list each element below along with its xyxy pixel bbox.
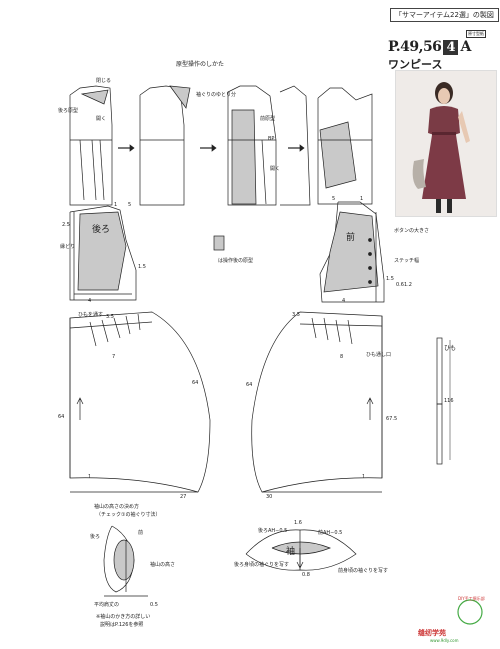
page-numbers: P.49,56: [388, 39, 442, 55]
label-back-ah: 後ろAH−0.5: [258, 527, 287, 534]
label-front-bodice-sleeve: 前身頃の袖ぐりを写す: [338, 567, 388, 574]
button-note-2: ステッチ幅: [394, 257, 419, 264]
label-back-bodice-sleeve: 後ろ身頃の袖ぐりを写す: [234, 561, 289, 568]
sleeve-cap-subtitle: （チェック①の袖ぐり寸法）: [96, 511, 160, 518]
label-close: 閉じる: [96, 78, 111, 84]
sleeve-note-2: 説明はP.126を参照: [100, 621, 143, 628]
sleeve-note-1: ※袖山のかき方の詳しい: [96, 613, 150, 620]
m-0-6: 0.6: [396, 282, 404, 288]
label-sleeve-ease: 袖ぐりのゆとり分: [196, 91, 236, 98]
m-1-hem-front: 1: [362, 474, 365, 480]
sleeve-cap-detail: [103, 525, 148, 597]
legend-swatch: [213, 235, 225, 251]
m-64-front-side: 64: [246, 382, 252, 388]
model-figure-icon: [396, 71, 496, 216]
m-5-front: 5: [332, 196, 335, 202]
item-number-badge: 4: [443, 40, 459, 55]
label-back-sleeve: 後ろ: [90, 533, 100, 540]
size-letter: A: [460, 39, 472, 55]
label-sleeve-cap-height: 袖山の高さ: [150, 561, 175, 568]
m-1: 1: [114, 202, 117, 208]
watermark-brand: DIY手工俱乐部: [458, 595, 485, 601]
front-skirt-piece: [251, 311, 383, 493]
back-skirt-piece: [69, 311, 211, 493]
garment-title: ワンピース: [388, 58, 443, 71]
label-back: 後ろ: [92, 223, 110, 235]
sleeve-piece: [245, 529, 357, 571]
label-back-bodice: 後ろ原型: [58, 107, 78, 114]
label-bp: BP: [268, 136, 274, 142]
label-avg-shoulder: 平均肩丈の: [94, 601, 119, 608]
label-front-bodice: 前原型: [260, 115, 275, 122]
m-0-8: 0.8: [302, 572, 310, 578]
m-1-6: 1.6: [294, 520, 302, 526]
m-64-back-side: 64: [192, 380, 198, 386]
label-front-ah: 前AH−0.5: [318, 529, 342, 536]
m-4-front: 4: [342, 298, 345, 304]
tie-strip: [436, 337, 451, 465]
button-note-1: ボタンの大きさ: [394, 227, 429, 234]
m-7: 7: [112, 354, 115, 360]
m-116: 116: [444, 398, 454, 404]
m-30: 30: [266, 494, 272, 500]
manipulation-title: 原型操作のしかた: [176, 60, 224, 68]
series-header-tag: 「サマーアイテム22選」の製図: [390, 8, 499, 22]
m-0-5: 0.5: [150, 602, 158, 608]
label-open: 開く: [96, 116, 106, 122]
bodice-step-3: [227, 85, 311, 206]
sleeve-cap-title: 袖山の高さの決め方: [94, 503, 139, 510]
watermark-url: www.9dly.com: [430, 638, 459, 643]
label-open-2: 開く: [270, 166, 280, 172]
model-photo: [395, 70, 497, 217]
label-tie-opening: ひも通し口: [366, 351, 391, 358]
bodice-step-1: [69, 85, 113, 206]
m-67-5: 67.5: [386, 416, 397, 422]
label-front-sleeve: 前: [138, 529, 143, 536]
bodice-step-2: [139, 85, 191, 206]
m-64-back: 64: [58, 414, 64, 420]
m-4: 4: [88, 298, 91, 304]
m-3-5: 3.5: [106, 314, 114, 320]
m-1-5-front: 1.5: [386, 276, 394, 282]
label-front: 前: [346, 231, 355, 243]
legend-note: は操作後の原型: [218, 257, 253, 264]
actual-size-tag: 原寸型紙: [466, 30, 486, 38]
label-sleeve: 袖: [286, 545, 295, 557]
m-1-front: 1: [360, 196, 363, 202]
m-3-5-front: 3.5: [292, 312, 300, 318]
label-tie-through: ひもを通す: [78, 311, 103, 318]
label-tie: ひも: [444, 345, 456, 352]
watermark-site: 缝纫学苑: [418, 629, 446, 637]
brand-logo-icon: [457, 599, 483, 625]
m-5: 5: [128, 202, 131, 208]
front-bodice-piece: [319, 201, 385, 303]
bodice-step-4: [317, 87, 373, 205]
m-27: 27: [180, 494, 186, 500]
m-2-5: 2.5: [62, 222, 70, 228]
label-facing: 縁どり: [60, 243, 75, 250]
diagram-text: 原型操作のしかた 閉じる 開く 後ろ原型 前原型 袖ぐりのゆとり分 BP 開く …: [58, 60, 456, 628]
m-1-2: 1.2: [404, 282, 412, 288]
m-1-hem: 1: [88, 474, 91, 480]
m-1-5: 1.5: [138, 264, 146, 270]
back-bodice-piece: [69, 205, 137, 301]
m-8: 8: [340, 354, 343, 360]
